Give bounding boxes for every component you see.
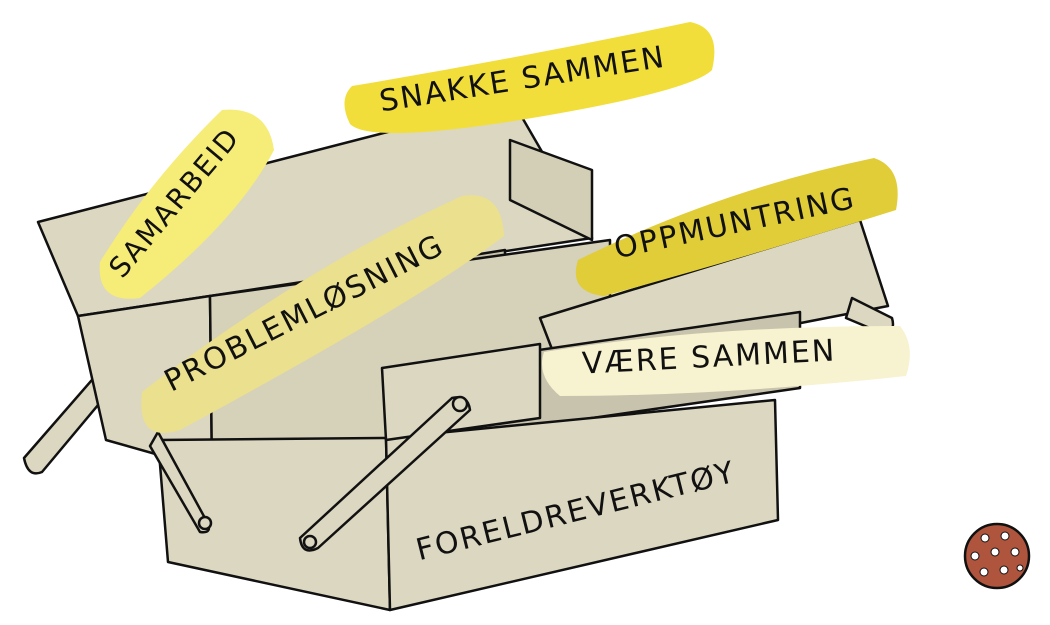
- dotted-circle-icon: [963, 522, 1031, 590]
- box-side: [156, 436, 392, 612]
- box-front: [384, 398, 780, 612]
- oppmuntring-blob: [575, 158, 898, 296]
- vaere-sammen-blob: [542, 326, 910, 396]
- samarbeid-blob: [99, 109, 275, 299]
- snakke-sammen-blob: [344, 22, 715, 134]
- problemlosning-blob: [141, 195, 504, 433]
